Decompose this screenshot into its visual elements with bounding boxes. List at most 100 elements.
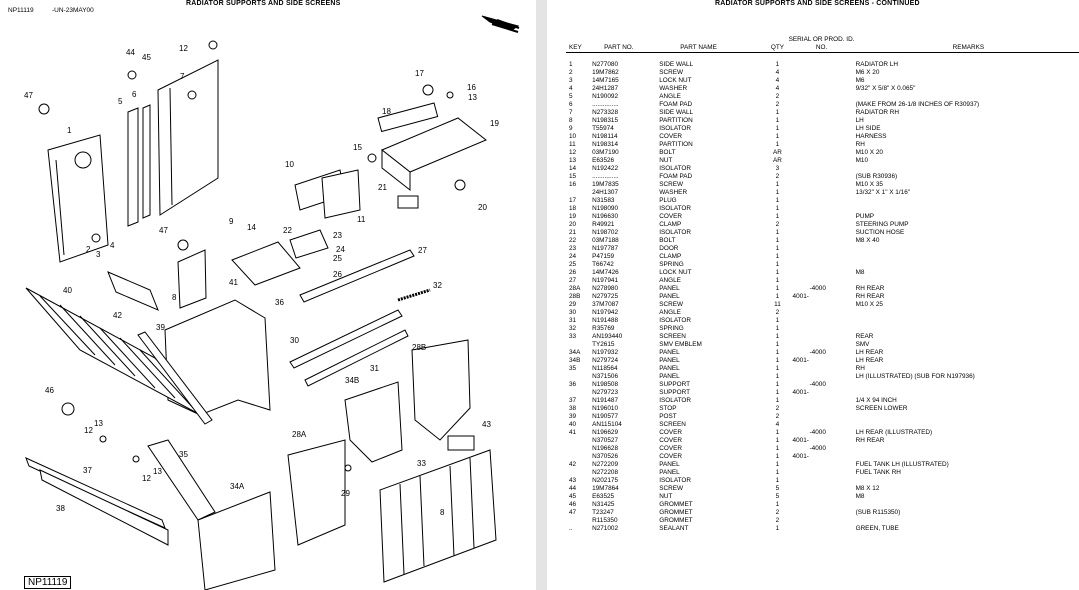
bolt-12b (99, 435, 107, 443)
row-key: 27 (569, 277, 577, 284)
support-36 (164, 299, 271, 416)
row-remarks (856, 517, 1079, 525)
callout-32: 32 (433, 281, 442, 290)
row-remarks: RH REAR (855, 285, 885, 292)
row-part-name: ANGLE (659, 309, 681, 316)
row-qty: 2 (775, 509, 780, 516)
row-key: 17 (569, 197, 577, 204)
row-part-name: SUPPORT (659, 381, 691, 388)
row-remarks (856, 205, 1079, 213)
row-part-name: ISOLATOR (659, 477, 691, 484)
row-remarks (856, 277, 1079, 285)
grommet-46 (61, 402, 75, 416)
row-remarks (856, 325, 1079, 333)
row-qty: 2 (775, 221, 780, 228)
row-qty: 1 (775, 269, 780, 276)
row-qty: 5 (775, 485, 780, 492)
panel-28a (287, 439, 346, 546)
row-part-name: SUPPORT (659, 389, 691, 396)
row-part-no: R35769 (592, 325, 615, 332)
row-qty: 1 (775, 205, 780, 212)
row-key: 36 (569, 381, 577, 388)
row-key: 11 (569, 141, 576, 148)
row-key: 13 (569, 157, 577, 164)
row-qty: 1 (775, 525, 780, 532)
row-remarks: REAR (855, 333, 874, 340)
panel-42 (107, 271, 159, 311)
row-qty: 3 (775, 165, 780, 172)
row-serial (788, 205, 856, 213)
row-serial: 4001- (792, 453, 809, 460)
row-part-name: BOLT (659, 237, 676, 244)
row-part-name: SPRING (659, 325, 684, 332)
row-qty: 1 (775, 237, 780, 244)
row-serial (788, 365, 856, 373)
row-serial (788, 213, 856, 221)
row-serial (788, 525, 856, 533)
row-key: 42 (569, 461, 577, 468)
row-qty: 5 (775, 493, 780, 500)
row-qty: 4 (775, 77, 780, 84)
row-part-no: N197932 (592, 349, 619, 356)
callout-34b: 34B (345, 376, 359, 385)
row-serial (788, 197, 856, 205)
row-key: 44 (569, 485, 577, 492)
row-serial (788, 341, 856, 349)
row-part-name: PANEL (659, 349, 680, 356)
row-part-no: N279725 (592, 293, 619, 300)
row-part-no: ............... (592, 173, 619, 180)
row-qty: 1 (775, 213, 780, 220)
row-key: 40 (569, 421, 577, 428)
row-key (566, 189, 592, 197)
row-serial (788, 309, 856, 317)
row-qty: 2 (775, 93, 780, 100)
row-part-no: R115350 (592, 517, 618, 524)
row-part-name: PANEL (659, 365, 680, 372)
row-qty: 1 (775, 349, 780, 356)
panel-28b (411, 339, 471, 441)
row-qty: 1 (775, 117, 780, 124)
callout-34a: 34A (230, 482, 245, 491)
callout-4: 4 (110, 241, 115, 250)
row-qty: 1 (775, 461, 780, 468)
row-key: 28B (569, 293, 581, 300)
callout-35: 35 (179, 450, 188, 459)
row-serial (788, 517, 856, 525)
callout-28b: 28B (412, 343, 426, 352)
row-remarks: LH REAR (855, 349, 884, 356)
row-key (566, 453, 592, 461)
row-part-name: NUT (659, 157, 673, 164)
row-serial: 4001- (792, 389, 809, 396)
row-part-name: SCREW (659, 69, 684, 76)
row-qty: 1 (775, 381, 780, 388)
row-serial (788, 373, 856, 381)
row-serial (788, 253, 856, 261)
row-part-name: COVER (659, 133, 682, 140)
callout-40: 40 (63, 286, 72, 295)
row-remarks: M8 X 12 (855, 485, 880, 492)
row-serial: -4000 (809, 381, 826, 388)
row-part-name: LOCK NUT (659, 269, 692, 276)
row-part-name: SCREW (659, 485, 684, 492)
callout-33: 33 (417, 459, 426, 468)
callout-8: 8 (172, 293, 177, 302)
row-serial (788, 301, 856, 309)
row-qty: 2 (775, 405, 780, 412)
row-remarks: FUEL TANK RH (855, 469, 901, 476)
callout-13: 13 (468, 93, 477, 102)
row-part-no: N197942 (592, 309, 619, 316)
row-part-name: ISOLATOR (659, 165, 691, 172)
